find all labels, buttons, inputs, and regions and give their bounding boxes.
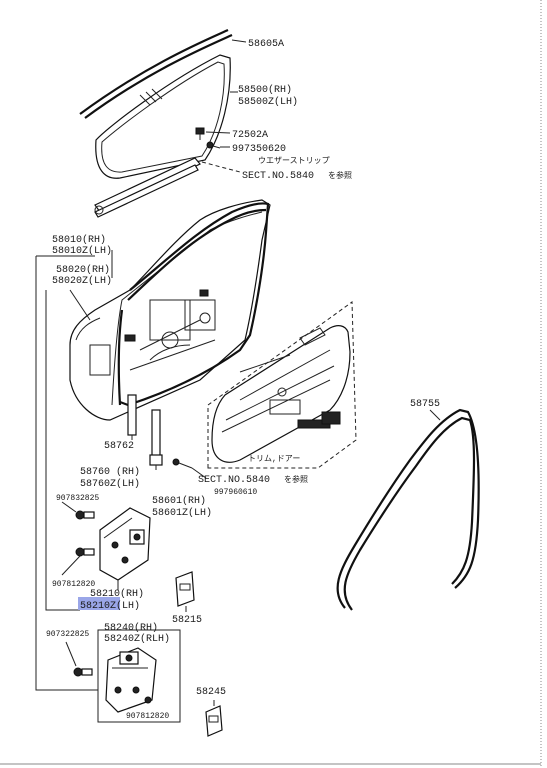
label-907322825: 907322825 bbox=[46, 630, 89, 639]
belt-weatherstrip-58605A[interactable] bbox=[79, 28, 233, 119]
bolt-907812820[interactable] bbox=[75, 547, 95, 557]
door-hinge-58210[interactable] bbox=[99, 507, 151, 581]
glass-run-channel[interactable] bbox=[94, 157, 201, 218]
label-58020-rh: 58020(RH) bbox=[56, 264, 110, 276]
door-hinge-58240[interactable] bbox=[105, 647, 157, 713]
leader-line bbox=[69, 289, 91, 321]
highlight-58210Z bbox=[78, 597, 120, 610]
label-907832825: 907832825 bbox=[56, 494, 99, 503]
clip-72502A[interactable] bbox=[195, 127, 205, 140]
label-58755: 58755 bbox=[410, 399, 440, 410]
shim-58215[interactable] bbox=[175, 571, 195, 607]
label-58240-rh: 58240(RH) bbox=[104, 622, 158, 634]
bolt-907322825[interactable] bbox=[73, 667, 93, 677]
sash-58762[interactable] bbox=[127, 394, 137, 436]
door-shell-58010[interactable] bbox=[69, 199, 271, 421]
door-glass-58500[interactable] bbox=[95, 54, 231, 179]
label-997960610: 997960610 bbox=[214, 488, 257, 497]
screw-997350620[interactable] bbox=[206, 141, 221, 149]
shim-58245[interactable] bbox=[205, 705, 223, 737]
leader-line bbox=[191, 467, 207, 479]
label-weatherstrip-jp: ウエザーストリップ bbox=[258, 156, 330, 166]
label-997350620: 997350620 bbox=[232, 144, 286, 155]
bolt-907832825[interactable] bbox=[75, 510, 95, 520]
label-58601z-lh: 58601Z(LH) bbox=[152, 507, 212, 519]
screw-997960610[interactable] bbox=[172, 458, 193, 469]
label-58010-rh: 58010(RH) bbox=[52, 234, 106, 246]
leader-line bbox=[61, 501, 77, 513]
dashed-leader bbox=[201, 161, 241, 173]
label-sect-ref-b: を参照 bbox=[284, 474, 308, 485]
label-907812820-b: 907812820 bbox=[126, 712, 169, 721]
label-58762: 58762 bbox=[104, 441, 134, 452]
label-58500-rh: 58500(RH) bbox=[238, 84, 292, 96]
leader-line bbox=[61, 555, 81, 576]
label-58020z-lh: 58020Z(LH) bbox=[52, 275, 112, 287]
label-907812820-a: 907812820 bbox=[52, 580, 95, 589]
label-58601-rh: 58601(RH) bbox=[152, 495, 206, 507]
label-58010z-lh: 58010Z(LH) bbox=[52, 245, 112, 257]
trim-dashed-box bbox=[207, 301, 357, 469]
label-58500z-lh: 58500Z(LH) bbox=[238, 96, 298, 108]
weatherstrip-58755[interactable] bbox=[336, 408, 480, 611]
label-58215: 58215 bbox=[172, 615, 202, 626]
leader-line bbox=[429, 409, 441, 421]
label-58605A: 58605A bbox=[248, 39, 284, 50]
bracket-line bbox=[45, 290, 80, 611]
hinge-box bbox=[97, 629, 181, 723]
bolt-907812820-lower[interactable] bbox=[144, 696, 152, 704]
label-58210-rh: 58210(RH) bbox=[90, 588, 144, 600]
label-58760-rh: 58760 (RH) bbox=[80, 466, 140, 478]
door-trim-panel[interactable] bbox=[211, 325, 351, 463]
label-sect-5840-a: SECT.NO.5840 bbox=[242, 171, 314, 182]
label-58210z-lh: 58210Z(LH) bbox=[80, 600, 140, 612]
leader-line bbox=[231, 39, 247, 43]
label-trim-jp: トリム,ドアー bbox=[248, 454, 300, 464]
bracket-line bbox=[35, 256, 98, 691]
glass-run-58760[interactable] bbox=[149, 409, 163, 466]
label-58240z-rlh: 58240Z(RLH) bbox=[104, 633, 170, 645]
label-sect-ref-a: を参照 bbox=[328, 170, 352, 181]
label-58760z-lh: 58760Z(LH) bbox=[80, 478, 140, 490]
label-72502A: 72502A bbox=[232, 130, 268, 141]
door-weatherstrip-58020[interactable] bbox=[117, 309, 124, 406]
leader-line bbox=[205, 131, 231, 134]
label-58245: 58245 bbox=[196, 687, 226, 698]
label-sect-5840-b: SECT.NO.5840 bbox=[198, 475, 270, 486]
leader-line bbox=[65, 641, 77, 667]
